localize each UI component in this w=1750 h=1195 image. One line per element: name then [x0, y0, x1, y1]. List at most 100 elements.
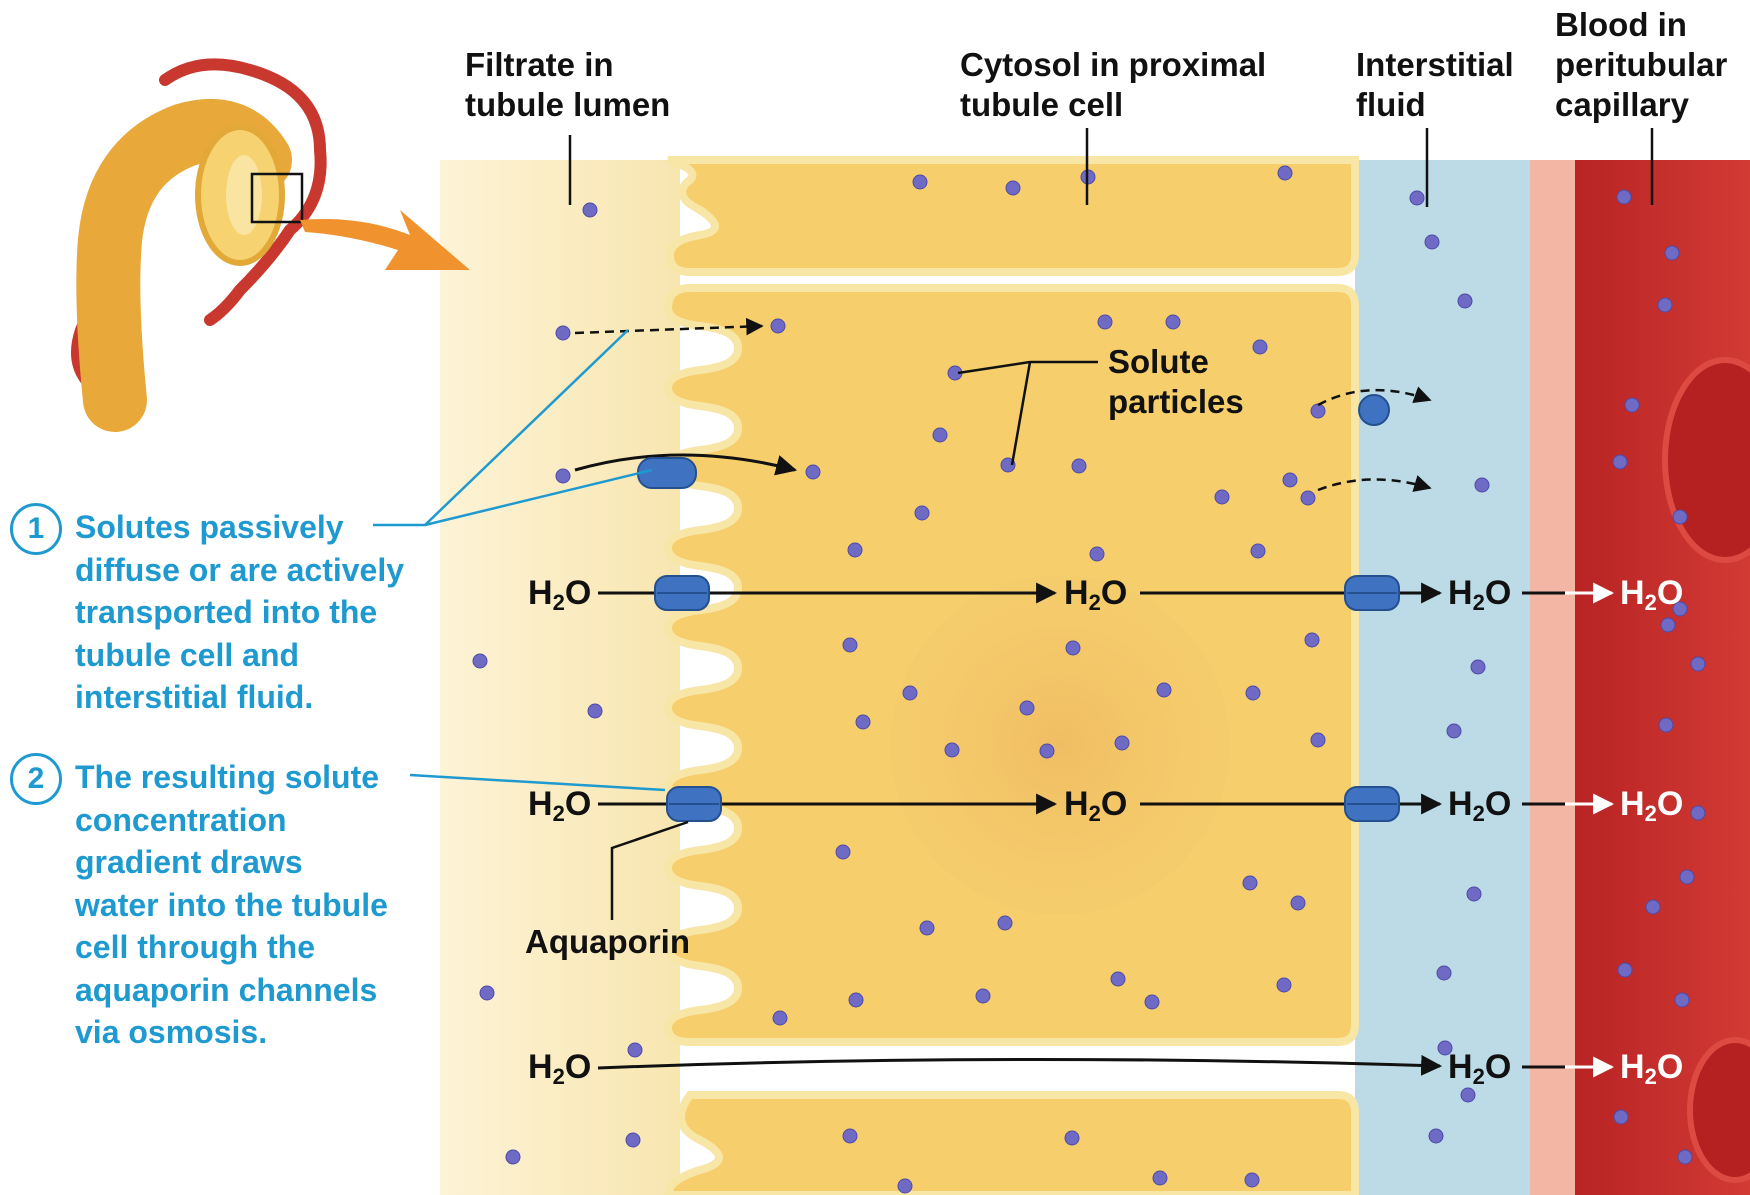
solute-particle — [856, 715, 870, 729]
solute-particle — [1665, 246, 1679, 260]
solute-particle — [1066, 641, 1080, 655]
solute-particle — [1283, 473, 1297, 487]
solute-particle — [1467, 887, 1481, 901]
solute-particle — [1278, 166, 1292, 180]
solute-particle — [915, 506, 929, 520]
solute-particle — [480, 986, 494, 1000]
solute-particle — [1659, 718, 1673, 732]
solute-particle — [583, 203, 597, 217]
solute-particle — [933, 428, 947, 442]
solute-particle — [1251, 544, 1265, 558]
water-label: H2O — [528, 1048, 591, 1096]
solute-particle — [1253, 340, 1267, 354]
solute-particle — [1673, 510, 1687, 524]
water-label: H2O — [1448, 785, 1511, 833]
solute-particle — [771, 319, 785, 333]
step-1-number: 1 — [10, 503, 62, 555]
transport-protein — [1359, 395, 1389, 425]
capillary-endothelium — [1530, 160, 1580, 1195]
solute-particle — [1065, 1131, 1079, 1145]
water-label: H2O — [528, 785, 591, 833]
solute-particle — [1157, 683, 1171, 697]
upper-tubule-cell — [668, 160, 1355, 272]
solute-particle — [1020, 701, 1034, 715]
step-1-text: Solutes passivelydiffuse or are actively… — [75, 506, 404, 719]
solute-particle — [843, 638, 857, 652]
solute-particle — [1305, 633, 1319, 647]
solute-particle — [1458, 294, 1472, 308]
step-2-text: The resulting soluteconcentrationgradien… — [75, 756, 388, 1054]
solute-particle — [1618, 963, 1632, 977]
solute-particle — [1617, 190, 1631, 204]
solute-particle — [473, 654, 487, 668]
water-label: H2O — [1064, 785, 1127, 833]
solute-particle — [1153, 1171, 1167, 1185]
solute-particle — [556, 326, 570, 340]
solute-particle — [1311, 733, 1325, 747]
solute-particle — [976, 989, 990, 1003]
solute-particles-label: Soluteparticles — [1108, 342, 1244, 422]
solute-particle — [806, 465, 820, 479]
solute-particle — [913, 175, 927, 189]
solute-particle — [1291, 896, 1305, 910]
solute-particle — [1246, 686, 1260, 700]
solute-particle — [1475, 478, 1489, 492]
solute-particle — [773, 1011, 787, 1025]
solute-particle — [1301, 491, 1315, 505]
water-label: H2O — [1620, 785, 1683, 833]
water-label: H2O — [1448, 574, 1511, 622]
solute-particle — [848, 543, 862, 557]
solute-particle — [1215, 490, 1229, 504]
solute-particle — [628, 1043, 642, 1057]
solute-particle — [1166, 315, 1180, 329]
step-2-number: 2 — [10, 753, 62, 805]
solute-particle — [1425, 235, 1439, 249]
solute-particle — [1613, 455, 1627, 469]
solute-particle — [1006, 181, 1020, 195]
solute-particle — [1040, 744, 1054, 758]
solute-particle — [1115, 736, 1129, 750]
solute-particle — [998, 916, 1012, 930]
solute-particle — [1145, 995, 1159, 1009]
water-flow-arrow — [598, 1059, 1440, 1068]
solute-particle — [1658, 298, 1672, 312]
water-label: H2O — [1448, 1048, 1511, 1096]
solute-particle — [1646, 900, 1660, 914]
solute-particle — [1691, 657, 1705, 671]
solute-particle — [1614, 1110, 1628, 1124]
solute-particle — [836, 845, 850, 859]
solute-particle — [1429, 1129, 1443, 1143]
solute-particle — [1072, 459, 1086, 473]
solute-particle — [903, 686, 917, 700]
solute-particle — [1410, 191, 1424, 205]
solute-particle — [1471, 660, 1485, 674]
solute-particle — [1678, 1150, 1692, 1164]
nucleus — [890, 575, 1230, 915]
tubule-lumen — [440, 160, 680, 1195]
water-label: H2O — [1620, 1048, 1683, 1096]
solute-particle — [1311, 404, 1325, 418]
solute-particle — [556, 469, 570, 483]
solute-particle — [1675, 993, 1689, 1007]
solute-particle — [626, 1133, 640, 1147]
solute-particle — [920, 921, 934, 935]
solute-particle — [1277, 978, 1291, 992]
water-label: H2O — [528, 574, 591, 622]
solute-particle — [1243, 876, 1257, 890]
aquaporin-label: Aquaporin — [525, 922, 690, 962]
solute-particle — [945, 743, 959, 757]
solute-particle — [1447, 724, 1461, 738]
solute-particle — [588, 704, 602, 718]
solute-particle — [1245, 1173, 1259, 1187]
solute-particle — [1437, 966, 1451, 980]
solute-particle — [1090, 547, 1104, 561]
solute-particle — [1111, 972, 1125, 986]
solute-particle — [898, 1179, 912, 1193]
solute-particle — [849, 993, 863, 1007]
solute-particle — [1625, 398, 1639, 412]
transport-protein — [638, 458, 696, 488]
solute-particle — [1098, 315, 1112, 329]
